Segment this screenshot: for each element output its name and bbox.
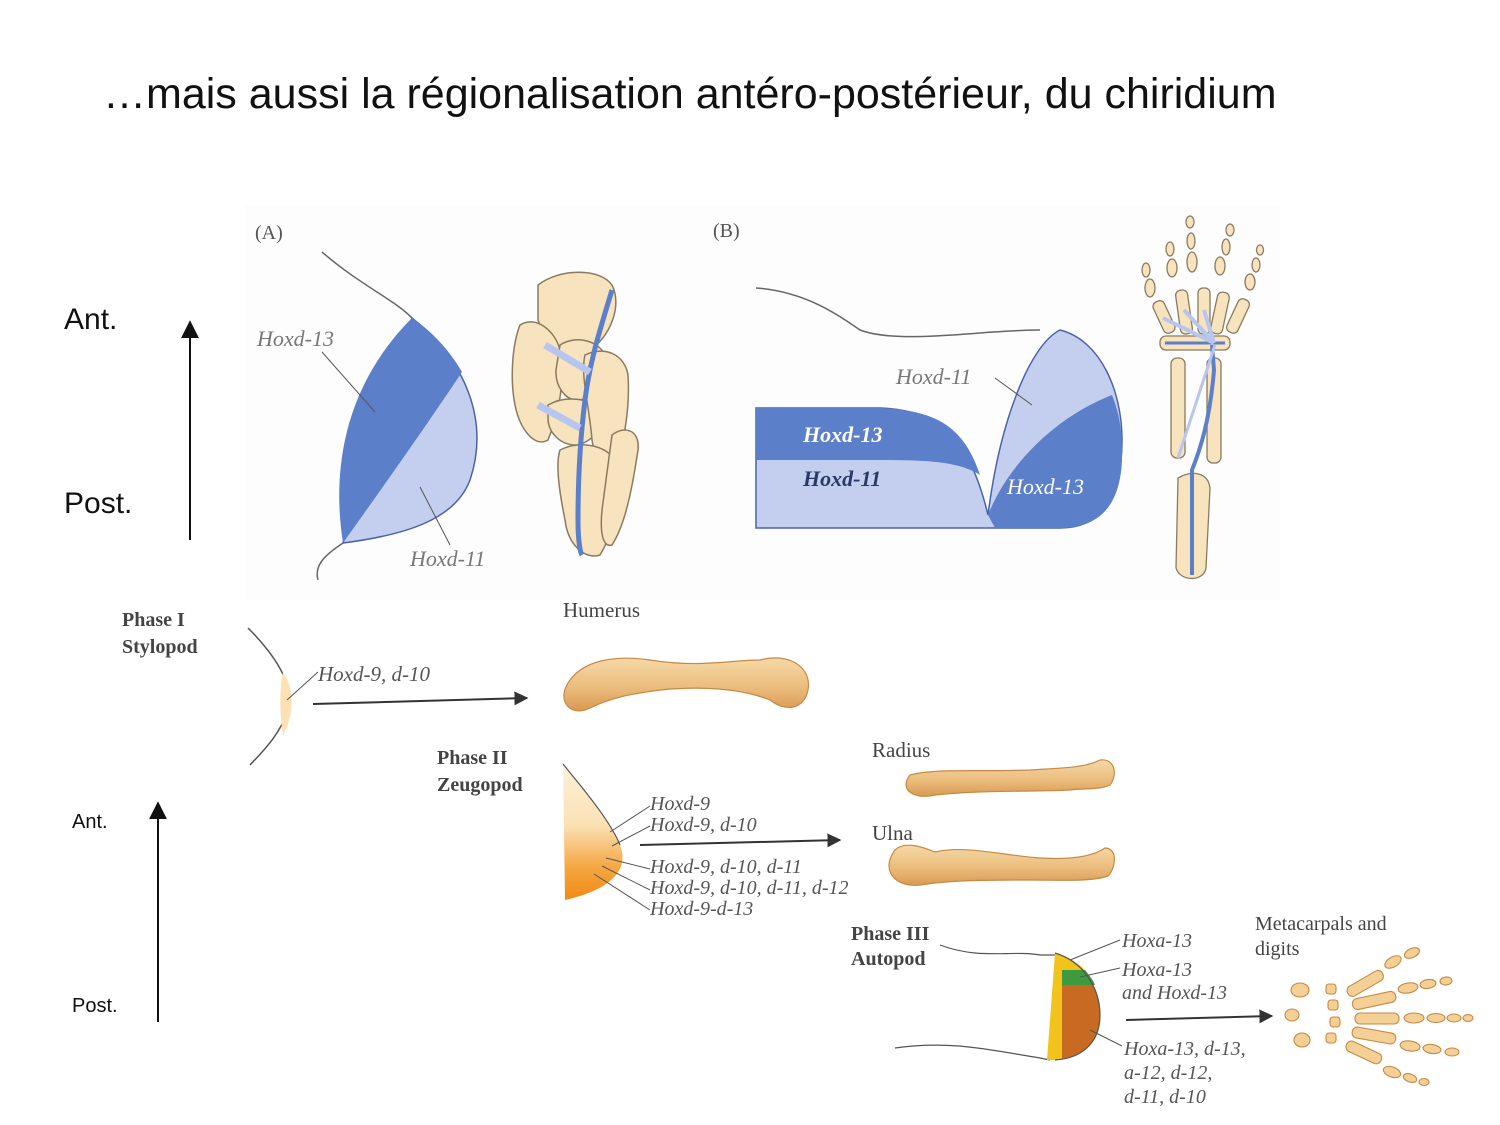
- phase-3-gene-and-hoxd13: and Hoxd-13: [1122, 982, 1227, 1004]
- phase-3: Phase III Autopod Hoxa-13 Hoxa-13 and Ho…: [851, 913, 1474, 1108]
- anterior-label-lower: Ant.: [72, 811, 108, 833]
- panel-a-hoxd11-label: Hoxd-11: [409, 546, 485, 571]
- phase-3-segment: Autopod: [851, 948, 925, 970]
- panel-a-fin-axis: [575, 289, 615, 557]
- phase-3-gene-hoxa13-b: Hoxa-13: [1121, 959, 1192, 981]
- panel-b-hoxd13-right-label: Hoxd-13: [1006, 474, 1084, 499]
- phase-2-segment: Zeugopod: [437, 774, 523, 796]
- phase-3-name: Phase III: [851, 923, 930, 945]
- phase-3-gene-hoxa13: Hoxa-13: [1121, 930, 1192, 952]
- phase-1: Phase I Stylopod Hoxd-9, d-10 Humerus: [122, 598, 809, 766]
- panel-a: (A) Hoxd-13 Hoxd-11: [255, 222, 639, 581]
- phase-2-name: Phase II: [437, 747, 508, 769]
- panel-b-hoxd11-left-label: Hoxd-11: [802, 466, 881, 491]
- metacarpals-label-2: digits: [1255, 938, 1300, 960]
- metacarpals-label-1: Metacarpals and: [1255, 913, 1387, 935]
- panel-b: (B) Hoxd-13 Hoxd-11 Hoxd-13 Hoxd-11: [713, 215, 1265, 580]
- anterior-label-upper: Ant.: [64, 303, 118, 336]
- phase-3-gene-combo-2: a-12, d-12,: [1124, 1062, 1212, 1084]
- phase-2-gene-3: Hoxd-9, d-10, d-11: [649, 856, 802, 878]
- panel-b-letter: (B): [713, 220, 740, 242]
- ulna-bone: [888, 844, 1115, 886]
- phase-3-gene-combo-3: d-11, d-10: [1124, 1086, 1206, 1108]
- phase-2-gene-4: Hoxd-9, d-10, d-11, d-12: [649, 877, 848, 899]
- phase-2-bud-domain: [563, 764, 623, 900]
- humerus-bone: [563, 657, 809, 712]
- ulna-label: Ulna: [872, 821, 914, 845]
- panel-a-hoxd13-domain: [339, 318, 462, 543]
- panel-b-limb-skeleton: [1141, 215, 1265, 580]
- phase-1-bud-domain: [280, 672, 292, 735]
- panel-a-hoxd13-label: Hoxd-13: [256, 326, 334, 351]
- slide-title: …mais aussi la régionalisation antéro-po…: [103, 70, 1277, 118]
- panel-b-hoxd11-top-label: Hoxd-11: [895, 364, 971, 389]
- panel-b-hoxd13-distal: [988, 395, 1122, 528]
- phase-1-segment: Stylopod: [122, 636, 198, 658]
- radius-bone: [905, 759, 1115, 797]
- phase-1-arrow: [312, 691, 529, 706]
- phase-2: Phase II Zeugopod Hoxd-9 Hoxd-9, d-10 Ho…: [437, 738, 1115, 920]
- digits-bones: [1284, 947, 1474, 1087]
- panel-a-letter: (A): [255, 222, 283, 244]
- phase-3-arrow: [1125, 1009, 1274, 1024]
- panel-b-limb-axis: [1190, 344, 1217, 575]
- phase-2-gene-2: Hoxd-9, d-10: [649, 814, 757, 836]
- phase-3-gene-combo-1: Hoxa-13, d-13,: [1123, 1038, 1246, 1060]
- phase-3-yellow-domain: [1047, 953, 1085, 1060]
- phase-2-gene-1: Hoxd-9: [649, 793, 710, 815]
- phase-1-name: Phase I: [122, 609, 185, 631]
- phase-2-arrow: [639, 833, 842, 848]
- phase-3-green-domain: [1062, 970, 1095, 985]
- radius-label: Radius: [872, 738, 930, 762]
- posterior-label-lower: Post.: [72, 995, 118, 1017]
- posterior-label-upper: Post.: [64, 487, 133, 520]
- humerus-label: Humerus: [563, 598, 640, 622]
- panel-b-hoxd13-left-label: Hoxd-13: [802, 422, 882, 447]
- phase-1-genes: Hoxd-9, d-10: [317, 662, 430, 686]
- phase-2-gene-5: Hoxd-9-d-13: [649, 898, 753, 920]
- panel-b-hoxd13-band: [756, 408, 980, 475]
